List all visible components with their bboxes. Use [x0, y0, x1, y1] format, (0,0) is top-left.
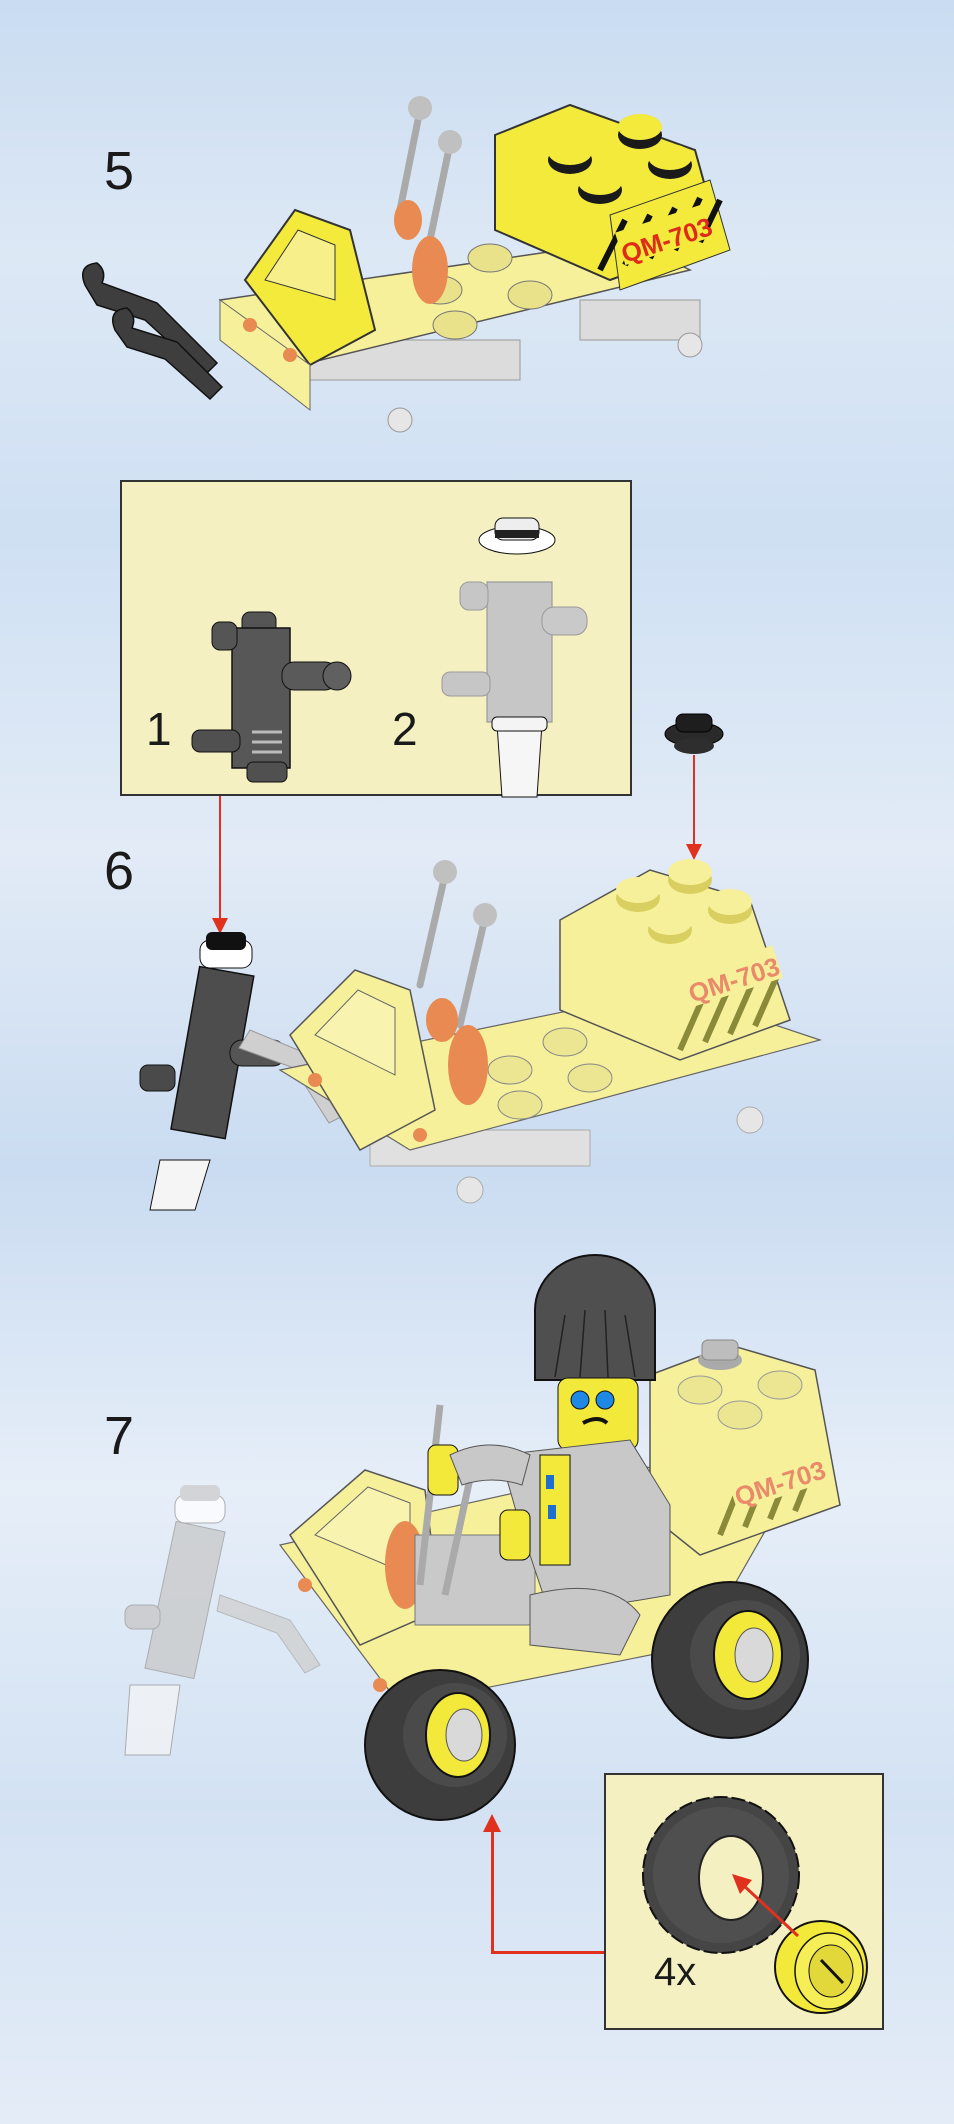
- arrow-head-icon: [483, 1814, 501, 1832]
- black-round-plate-icon: [664, 713, 724, 754]
- arrow-head-icon: [212, 918, 228, 934]
- step-6-illustration: QM-703: [139, 859, 823, 1211]
- yellow-rim-icon: [774, 1920, 868, 2014]
- plate-pointer-arrow-line: [693, 755, 695, 850]
- step-7-illustration: QM-703: [124, 1254, 841, 1821]
- sub-step-number-1: 1: [146, 703, 172, 755]
- jackhammer-body-dark-icon: [191, 611, 352, 783]
- step-number-5: 5: [104, 141, 135, 201]
- sub-step-number-2: 2: [392, 703, 418, 755]
- step-number-7: 7: [104, 1406, 135, 1466]
- wheel-callout-pointer-horizontal: [491, 1951, 604, 1954]
- quantity-label: 4x: [654, 1950, 697, 1994]
- minifigure-driver: [427, 1254, 671, 1656]
- rear-wheel: [651, 1581, 809, 1739]
- step-number-6: 6: [104, 841, 135, 901]
- step-6-subassembly-callout: 1 2: [120, 480, 632, 798]
- step-5-illustration: QM-703: [82, 96, 731, 433]
- wheel-assembly-callout: 4x: [604, 1773, 884, 2030]
- jackhammer-assembled-icon: [441, 517, 588, 798]
- tire-icon: [642, 1796, 800, 1954]
- arrow-head-icon: [686, 844, 702, 860]
- wheel-callout-pointer-vertical: [491, 1830, 494, 1954]
- callout-pointer-arrow-line: [219, 796, 221, 926]
- insert-arrow-icon: [732, 1874, 800, 1938]
- front-wheel: [364, 1669, 516, 1821]
